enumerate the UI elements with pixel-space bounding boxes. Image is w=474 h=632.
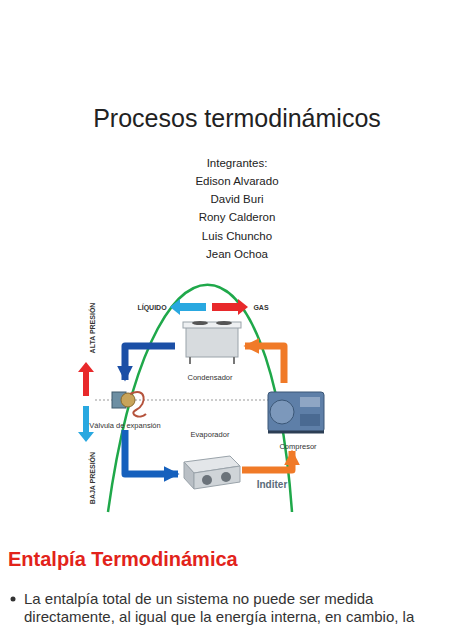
- condenser-body: [186, 327, 238, 357]
- evaporator-illustration: [184, 456, 240, 489]
- component-node: Compresor: [262, 383, 334, 451]
- component-label: Compresor: [279, 442, 316, 451]
- flow-arrow: [125, 430, 178, 474]
- condenser-fan: [192, 321, 208, 325]
- compressor-body: [268, 392, 324, 432]
- member-name: Rony Calderon: [199, 211, 276, 223]
- valve-bulb: [121, 393, 135, 407]
- component-label: Condensador: [187, 373, 232, 382]
- phase-label: LÍQUIDO: [137, 304, 166, 311]
- condenser-illustration: [183, 321, 241, 364]
- component-label: Evaporador: [191, 430, 230, 439]
- saturation-dome: [108, 285, 292, 512]
- component-node: Válvula de expansión: [88, 380, 162, 430]
- valve-illustration: [112, 392, 146, 417]
- brand-logo: Inditer: [257, 479, 288, 490]
- compressor-motor: [270, 400, 294, 424]
- compressor-head: [300, 414, 320, 426]
- phase-label: GAS: [253, 304, 268, 311]
- pressure-label: BAJA PRESIÓN: [89, 452, 96, 504]
- compressor-illustration: [268, 392, 324, 432]
- section-heading: Entalpía Termodinámica: [8, 548, 238, 571]
- liquid-arrow: [170, 299, 206, 315]
- compressor-base: [268, 431, 324, 434]
- member-name: Luis Chuncho: [202, 230, 272, 242]
- valve-capillary: [130, 392, 146, 417]
- evaporator-fan: [221, 472, 231, 482]
- members-heading: Integrantes:: [207, 157, 268, 169]
- high-pressure-arrow: [78, 362, 94, 396]
- condenser-leg: [189, 357, 191, 364]
- evaporator-side: [184, 462, 194, 489]
- compressor-head: [300, 397, 320, 407]
- bullet-text: La entalpía total de un sistema no puede…: [24, 590, 464, 626]
- slide-title: Procesos termodinámicos: [93, 104, 381, 133]
- condenser-leg: [233, 357, 235, 364]
- component-label: Válvula de expansión: [89, 421, 160, 430]
- member-name: Edison Alvarado: [195, 175, 278, 187]
- condenser-fan: [216, 321, 232, 325]
- pressure-label: ALTA PRESIÓN: [89, 303, 96, 354]
- component-node: Condensador: [175, 318, 245, 382]
- evaporator-front: [194, 466, 240, 489]
- bullet-dot: [11, 597, 16, 602]
- evaporator-fan: [202, 475, 212, 485]
- member-name: David Buri: [210, 193, 263, 205]
- flow-arrow: [245, 346, 284, 383]
- gas-arrow: [212, 299, 248, 315]
- member-name: Jean Ochoa: [206, 248, 268, 260]
- flow-arrow: [242, 451, 292, 470]
- flow-arrow: [125, 346, 175, 380]
- component-node: Evaporador: [178, 430, 242, 494]
- condenser-top: [183, 322, 241, 328]
